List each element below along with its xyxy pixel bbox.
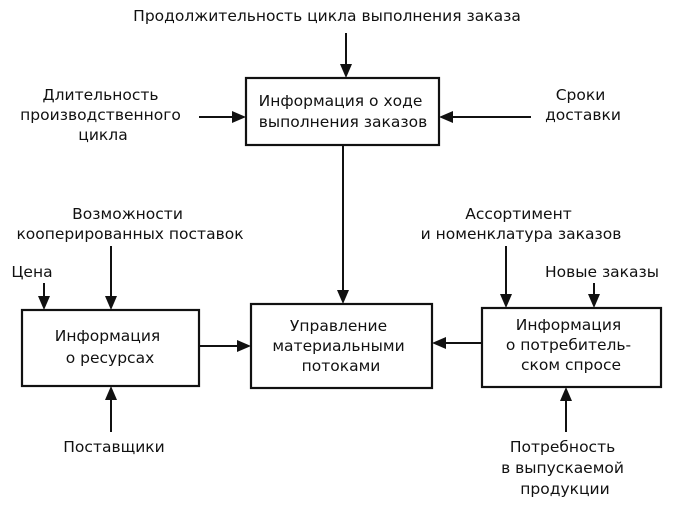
- resources-info-line-1: Информация: [55, 327, 160, 345]
- production-cycle-line-2: производственного: [20, 106, 181, 124]
- material-flow-line-1: Управление: [290, 317, 387, 335]
- svg-text:Информация о ресурсах: Информация о ресурсах: [55, 327, 165, 367]
- arrow-cooperated-supply-to-resources: [105, 246, 117, 310]
- arrow-product-need-to-demand: [560, 387, 572, 432]
- arrow-suppliers-to-resources: [105, 386, 117, 432]
- delivery-terms-line-1: Сроки: [556, 86, 606, 104]
- arrow-order-info-to-material-flow: [337, 145, 349, 304]
- order-cycle-duration-label: Продолжительность цикла выполнения заказ…: [133, 7, 521, 25]
- assortment-line-1: Ассортимент: [465, 205, 571, 223]
- product-need-line-1: Потребность: [510, 438, 615, 456]
- cooperated-supply-label: Возможности кооперированных поставок: [16, 205, 243, 243]
- cooperated-supply-line-2: кооперированных поставок: [16, 225, 243, 243]
- arrow-delivery-terms-to-order-info: [439, 111, 531, 123]
- assortment-line-2: и номенклатура заказов: [421, 225, 622, 243]
- svg-text:Информация о потребитель: Информация о потребитель- ском спросе: [506, 316, 636, 374]
- product-need-label: Потребность в выпускаемой продукции: [501, 438, 629, 498]
- consumer-demand-line-1: Информация: [516, 316, 621, 334]
- arrow-production-cycle-to-order-info: [199, 111, 246, 123]
- resources-info-line-2: о ресурсах: [66, 349, 155, 367]
- production-cycle-duration-label: Длительность производственного цикла: [20, 86, 186, 144]
- consumer-demand-info-box: Информация о потребитель- ском спросе: [480, 306, 663, 389]
- arrow-assortment-to-demand: [500, 246, 512, 308]
- price-label: Цена: [11, 263, 52, 281]
- order-progress-info-line-2: выполнения заказов: [259, 113, 428, 131]
- arrow-price-to-resources: [38, 283, 50, 310]
- arrow-order-cycle-to-order-info: [340, 33, 352, 78]
- svg-text:Информация о ходе выполн: Информация о ходе выполнения заказов: [259, 92, 428, 131]
- arrow-resources-to-material-flow: [199, 340, 251, 352]
- suppliers-label: Поставщики: [63, 438, 164, 456]
- arrow-new-orders-to-demand: [588, 283, 600, 308]
- material-flow-line-2: материальными: [272, 337, 404, 355]
- product-need-line-2: в выпускаемой: [501, 459, 624, 477]
- material-flow-management-box: Управление материальными потоками: [249, 302, 434, 390]
- consumer-demand-line-2: о потребитель-: [506, 336, 631, 354]
- production-cycle-line-3: цикла: [78, 126, 127, 144]
- svg-text:Управление материальными: Управление материальными потоками: [272, 317, 409, 375]
- cooperated-supply-line-1: Возможности: [72, 205, 183, 223]
- product-need-line-3: продукции: [520, 480, 609, 498]
- order-progress-info-box: Информация о ходе выполнения заказов: [244, 76, 441, 147]
- new-orders-label: Новые заказы: [545, 263, 659, 281]
- order-progress-info-line-1: Информация о ходе: [259, 92, 423, 110]
- production-cycle-line-1: Длительность: [43, 86, 159, 104]
- delivery-terms-line-2: доставки: [545, 106, 621, 124]
- resources-info-box: Информация о ресурсах: [20, 308, 201, 388]
- arrow-demand-to-material-flow: [432, 337, 482, 349]
- delivery-terms-label: Сроки доставки: [545, 86, 621, 124]
- consumer-demand-line-3: ском спросе: [521, 356, 621, 374]
- material-flow-line-3: потоками: [302, 357, 381, 375]
- assortment-label: Ассортимент и номенклатура заказов: [421, 205, 622, 243]
